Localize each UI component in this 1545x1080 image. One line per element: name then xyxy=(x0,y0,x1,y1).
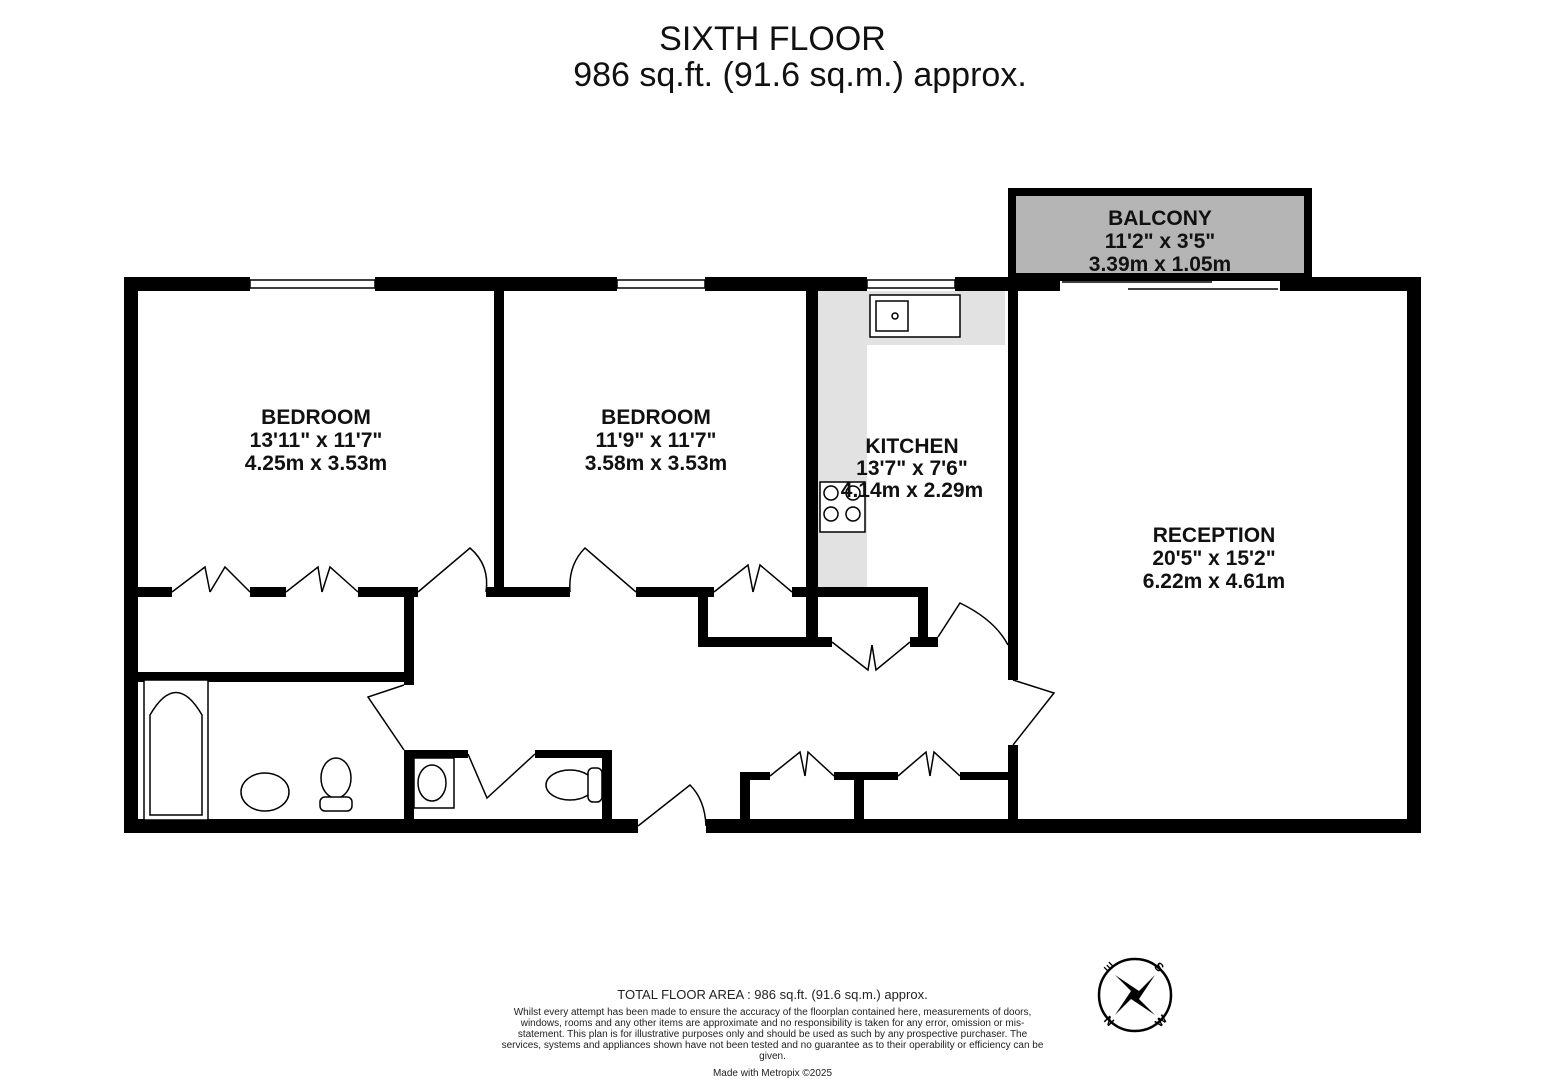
svg-text:11'9" x 11'7": 11'9" x 11'7" xyxy=(595,429,716,452)
balcony xyxy=(1008,188,1312,281)
svg-text:W: W xyxy=(1152,1012,1170,1030)
kitchen-counter xyxy=(818,291,867,587)
svg-text:RECEPTION: RECEPTION xyxy=(1153,524,1276,547)
svg-text:BALCONY: BALCONY xyxy=(1108,207,1212,230)
svg-text:BEDROOM: BEDROOM xyxy=(261,406,371,429)
svg-text:11'2" x 3'5": 11'2" x 3'5" xyxy=(1105,230,1216,253)
svg-text:13'11" x 11'7": 13'11" x 11'7" xyxy=(250,429,383,452)
room-label-balcony: BALCONY 11'2" x 3'5" 3.39m x 1.05m xyxy=(1089,207,1231,276)
doors xyxy=(171,546,1056,827)
room-label-bedroom-2: BEDROOM 11'9" x 11'7" 3.58m x 3.53m xyxy=(585,406,727,475)
svg-text:3.39m x 1.05m: 3.39m x 1.05m xyxy=(1089,253,1231,276)
total-floor-area: TOTAL FLOOR AREA : 986 sq.ft. (91.6 sq.m… xyxy=(617,987,928,1002)
svg-text:4.25m x 3.53m: 4.25m x 3.53m xyxy=(245,452,387,475)
svg-text:3.58m x 3.53m: 3.58m x 3.53m xyxy=(585,452,727,475)
credit: Made with Metropix ©2025 xyxy=(712,1068,833,1079)
toilet xyxy=(320,757,352,799)
room-label-kitchen: KITCHEN 13'7" x 7'6" 4.14m x 2.29m xyxy=(841,435,983,502)
svg-text:BEDROOM: BEDROOM xyxy=(601,406,711,429)
svg-text:13'7" x 7'6": 13'7" x 7'6" xyxy=(856,457,968,480)
fixtures xyxy=(143,294,961,821)
floor-title: SIXTH FLOOR xyxy=(659,20,886,58)
svg-text:N: N xyxy=(1101,1013,1117,1029)
svg-text:E: E xyxy=(1101,959,1117,975)
compass-icon: E S W N xyxy=(1097,957,1173,1033)
svg-text:6.22m x 4.61m: 6.22m x 4.61m xyxy=(1143,570,1285,593)
svg-text:20'5" x 15'2": 20'5" x 15'2" xyxy=(1152,547,1275,570)
hob xyxy=(819,481,866,533)
svg-text:4.14m x 2.29m: 4.14m x 2.29m xyxy=(841,479,983,502)
room-label-bedroom-1: BEDROOM 13'11" x 11'7" 4.25m x 3.53m xyxy=(245,406,387,475)
disclaimer: Whilst every attempt has been made to en… xyxy=(501,1007,1044,1062)
walls xyxy=(124,277,1421,833)
room-label-reception: RECEPTION 20'5" x 15'2" 6.22m x 4.61m xyxy=(1143,524,1285,593)
floor-area: 986 sq.ft. (91.6 sq.m.) approx. xyxy=(573,56,1027,94)
windows xyxy=(249,279,1278,290)
toilet xyxy=(545,769,595,801)
svg-text:KITCHEN: KITCHEN xyxy=(865,435,958,458)
basin xyxy=(240,772,290,812)
